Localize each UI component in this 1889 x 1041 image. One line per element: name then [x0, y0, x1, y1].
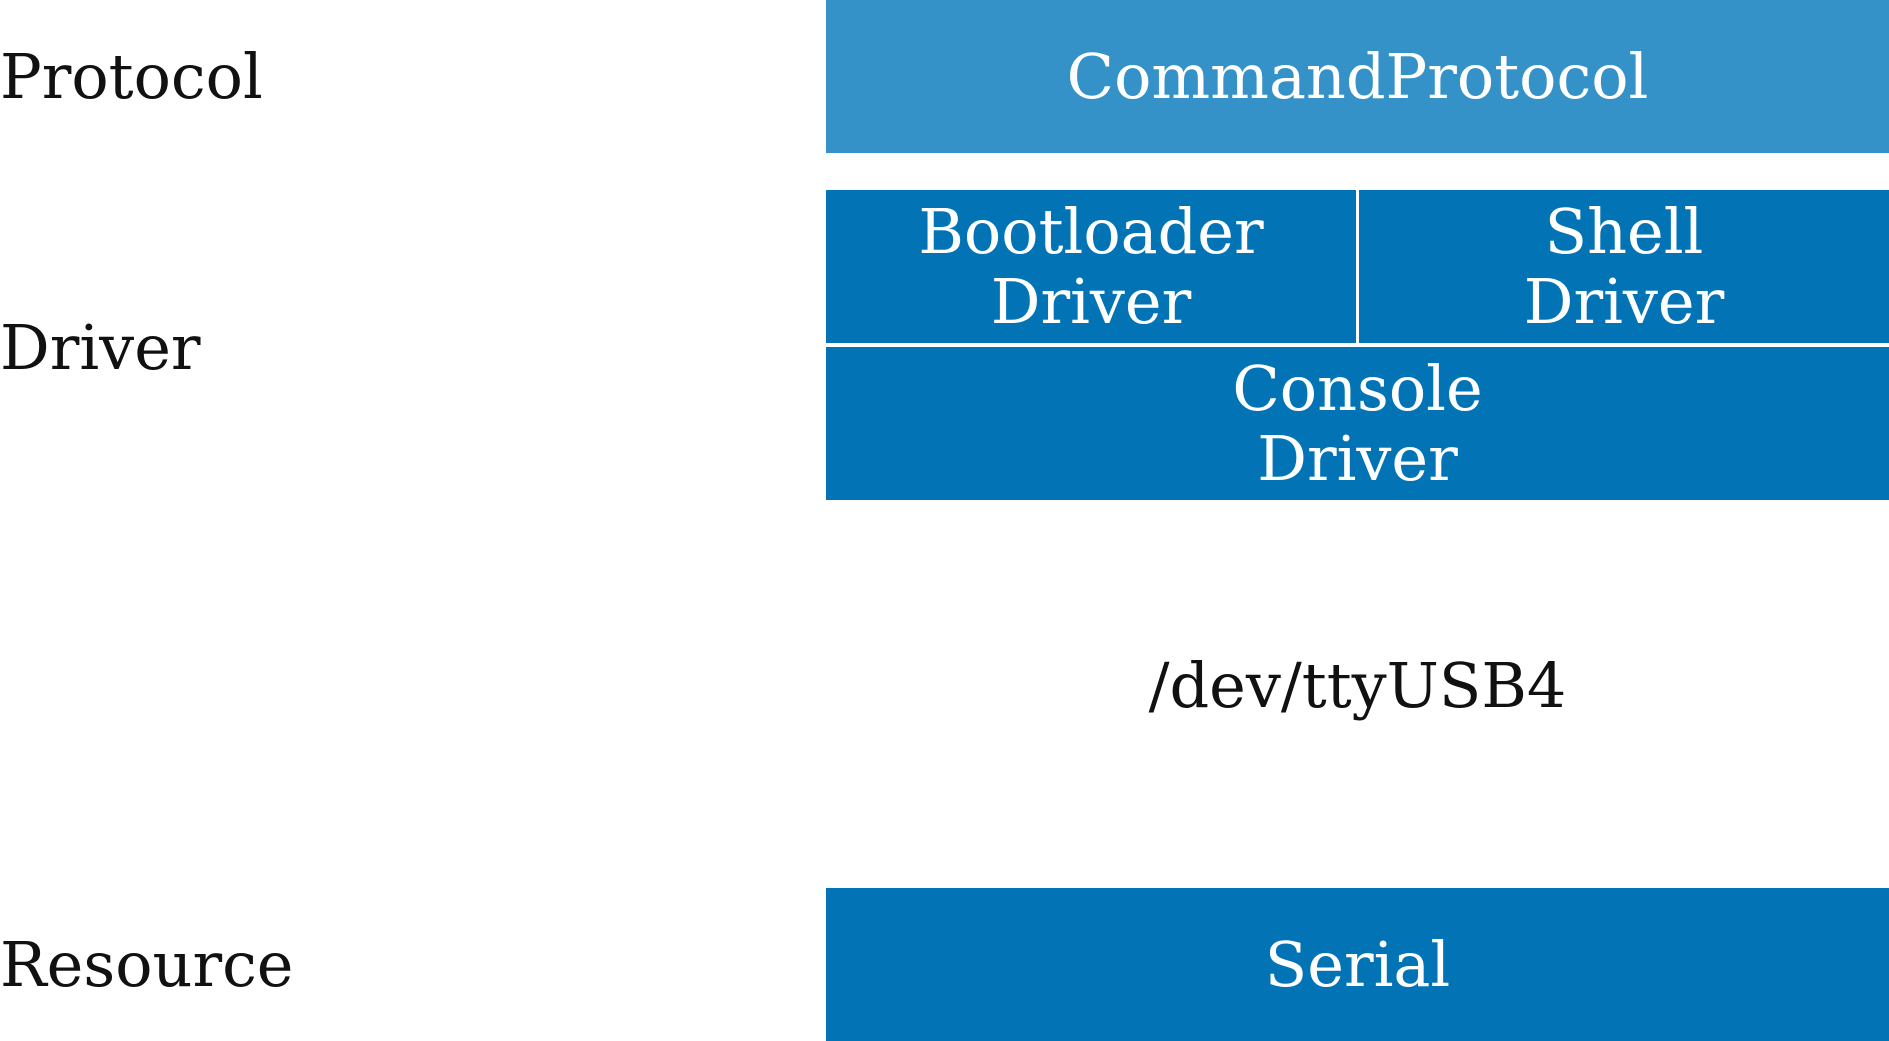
serial-label: Serial [1264, 927, 1451, 1001]
command-protocol-label: CommandProtocol [1066, 39, 1649, 113]
console-driver-label-line2: Driver [1257, 421, 1458, 495]
layer-label-driver: Driver [0, 311, 201, 384]
serial-box: Serial [826, 888, 1889, 1041]
layer-label-resource: Resource [0, 928, 294, 1001]
console-driver-label-line1: Console [1232, 351, 1483, 425]
command-protocol-box: CommandProtocol [826, 0, 1889, 153]
bootloader-driver-label-line1: Bootloader [918, 194, 1264, 268]
device-path-label: /dev/ttyUSB4 [1148, 649, 1567, 722]
bootloader-driver-box: Bootloader Driver [826, 190, 1356, 343]
layer-label-protocol: Protocol [0, 40, 263, 113]
shell-driver-label-line2: Driver [1523, 264, 1725, 338]
bootloader-driver-label-line2: Driver [990, 264, 1192, 338]
console-driver-box: Console Driver [826, 347, 1889, 500]
shell-driver-box: Shell Driver [1359, 190, 1889, 343]
shell-driver-label-line1: Shell [1544, 194, 1704, 268]
